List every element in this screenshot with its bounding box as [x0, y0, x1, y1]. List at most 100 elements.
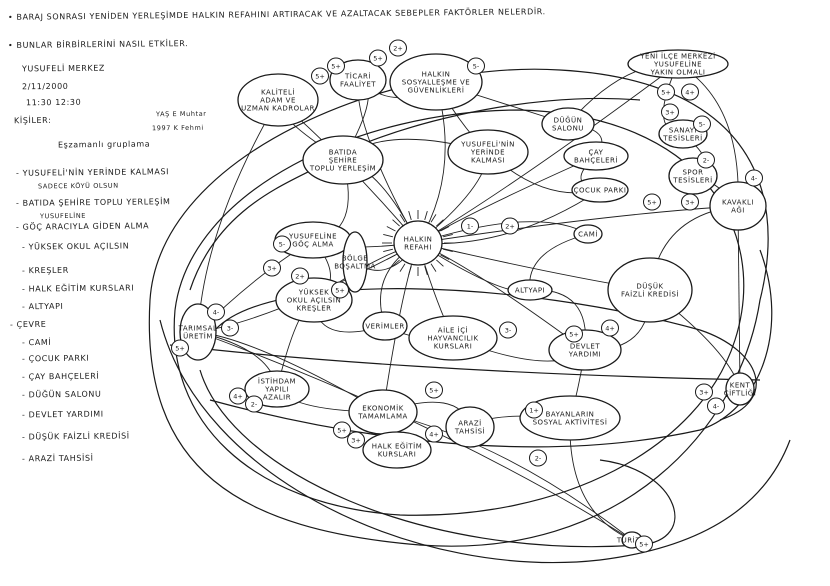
- bubble-label: 3-: [227, 324, 234, 332]
- factor-label: OKUL AÇILSIN: [287, 297, 341, 305]
- factor-label: VERİMLER: [365, 322, 404, 331]
- bubble-outline: [707, 397, 725, 415]
- bubble-outline: [501, 217, 519, 235]
- factor-ellipse: [548, 329, 622, 371]
- bubble-outline: [695, 383, 713, 401]
- factor-label: ÇİFTLİĞİ: [724, 389, 757, 398]
- bubble-outline: [425, 381, 443, 399]
- factor-label: ÜRETİM: [183, 332, 213, 341]
- factor-ellipse: [408, 315, 498, 361]
- factor-label: YUSUFELİNE: [653, 60, 702, 69]
- bubble-label: 4+: [605, 324, 615, 332]
- factor-label: TARIMSAL: [178, 325, 218, 333]
- factor-ellipse: [342, 231, 368, 293]
- factor-ellipse: [541, 107, 595, 141]
- factor-ellipse: [607, 257, 693, 323]
- polarity-bubble: 2+: [501, 217, 519, 235]
- polarity-bubble: 2-: [529, 449, 547, 467]
- factor-label: ŞEHİRE: [329, 156, 357, 165]
- bubble-label: 5+: [337, 426, 347, 434]
- polarity-bubble: 4+: [601, 319, 619, 337]
- bubble-label: 5+: [373, 54, 383, 62]
- bubble-outline: [245, 395, 263, 413]
- bubble-outline: [347, 431, 365, 449]
- center-ray: [386, 254, 396, 260]
- polarity-bubble: 4+: [681, 83, 699, 101]
- causal-link: [417, 205, 739, 244]
- bubble-label: 3+: [685, 198, 695, 206]
- polarity-bubble: 3+: [263, 259, 281, 277]
- factor-label: TESİSLERİ: [672, 176, 712, 185]
- polarity-bubble: 5+: [635, 535, 653, 553]
- factor-label: KAVAKLI: [722, 199, 754, 207]
- bubble-outline: [273, 235, 291, 253]
- bubble-label: 5+: [639, 540, 649, 548]
- polarity-bubble: 4+: [425, 425, 443, 443]
- factor-ellipse: [519, 395, 621, 441]
- factor-ellipse: [573, 224, 603, 244]
- factor-label: GÖÇ ALMA: [292, 240, 334, 249]
- bubble-outline: [525, 401, 543, 419]
- causal-loop: [209, 249, 773, 448]
- polarity-bubble: 5-: [467, 57, 485, 75]
- factor-label: SOSYALLEŞME VE: [402, 79, 470, 87]
- factor-label: DÜŞÜK: [636, 282, 663, 291]
- bubble-outline: [661, 103, 679, 121]
- center-ray: [408, 210, 412, 220]
- polarity-bubble: 3+: [347, 431, 365, 449]
- center-ray: [430, 263, 437, 272]
- polarity-bubble: 1-: [461, 217, 479, 235]
- polarity-bubble: 3+: [681, 193, 699, 211]
- polarity-bubble: 3-: [499, 321, 517, 339]
- factor-label: ALTYAPI: [515, 287, 545, 295]
- bubble-outline: [389, 39, 407, 57]
- factor-label: DÜĞÜN: [554, 116, 583, 125]
- bubble-label: 4-: [713, 402, 720, 410]
- factor-label: YUSUFELİNE: [288, 232, 337, 241]
- factor-label: SALONU: [552, 125, 584, 133]
- bubble-outline: [171, 339, 189, 357]
- factor-ellipse: [237, 73, 319, 127]
- factor-label: DEVLET: [570, 343, 600, 351]
- factor-label: REFAHI: [404, 244, 432, 252]
- bubble-outline: [207, 303, 225, 321]
- causal-loop: [169, 344, 761, 381]
- factor-label: YERİNDE: [470, 148, 505, 157]
- factor-ellipse: [244, 370, 310, 408]
- bubble-label: 2+: [295, 272, 305, 280]
- center-ray: [430, 214, 437, 223]
- bubble-outline: [461, 217, 479, 235]
- center-ray: [440, 254, 450, 260]
- factor-label: KENT: [730, 382, 751, 390]
- polarity-bubble: 4-: [707, 397, 725, 415]
- factor-node-altyapi: ALTYAPI: [507, 279, 553, 301]
- polarity-bubble: 4+: [229, 387, 247, 405]
- polarity-bubble: 5+: [643, 193, 661, 211]
- factor-label: AZALIR: [263, 394, 291, 402]
- polarity-bubble: 2+: [291, 267, 309, 285]
- factor-label: SANAYİ: [669, 126, 697, 135]
- factor-label: TAHSİSİ: [454, 427, 485, 436]
- polarity-bubble: 4-: [207, 303, 225, 321]
- bubble-label: 4+: [429, 430, 439, 438]
- bubble-outline: [697, 151, 715, 169]
- factor-label: ÇOCUK PARKI: [574, 187, 627, 195]
- factor-label: BAYANLARIN: [546, 411, 595, 419]
- bubble-label: 5+: [429, 386, 439, 394]
- polarity-bubble: 5+: [425, 381, 443, 399]
- polarity-bubble: 3+: [661, 103, 679, 121]
